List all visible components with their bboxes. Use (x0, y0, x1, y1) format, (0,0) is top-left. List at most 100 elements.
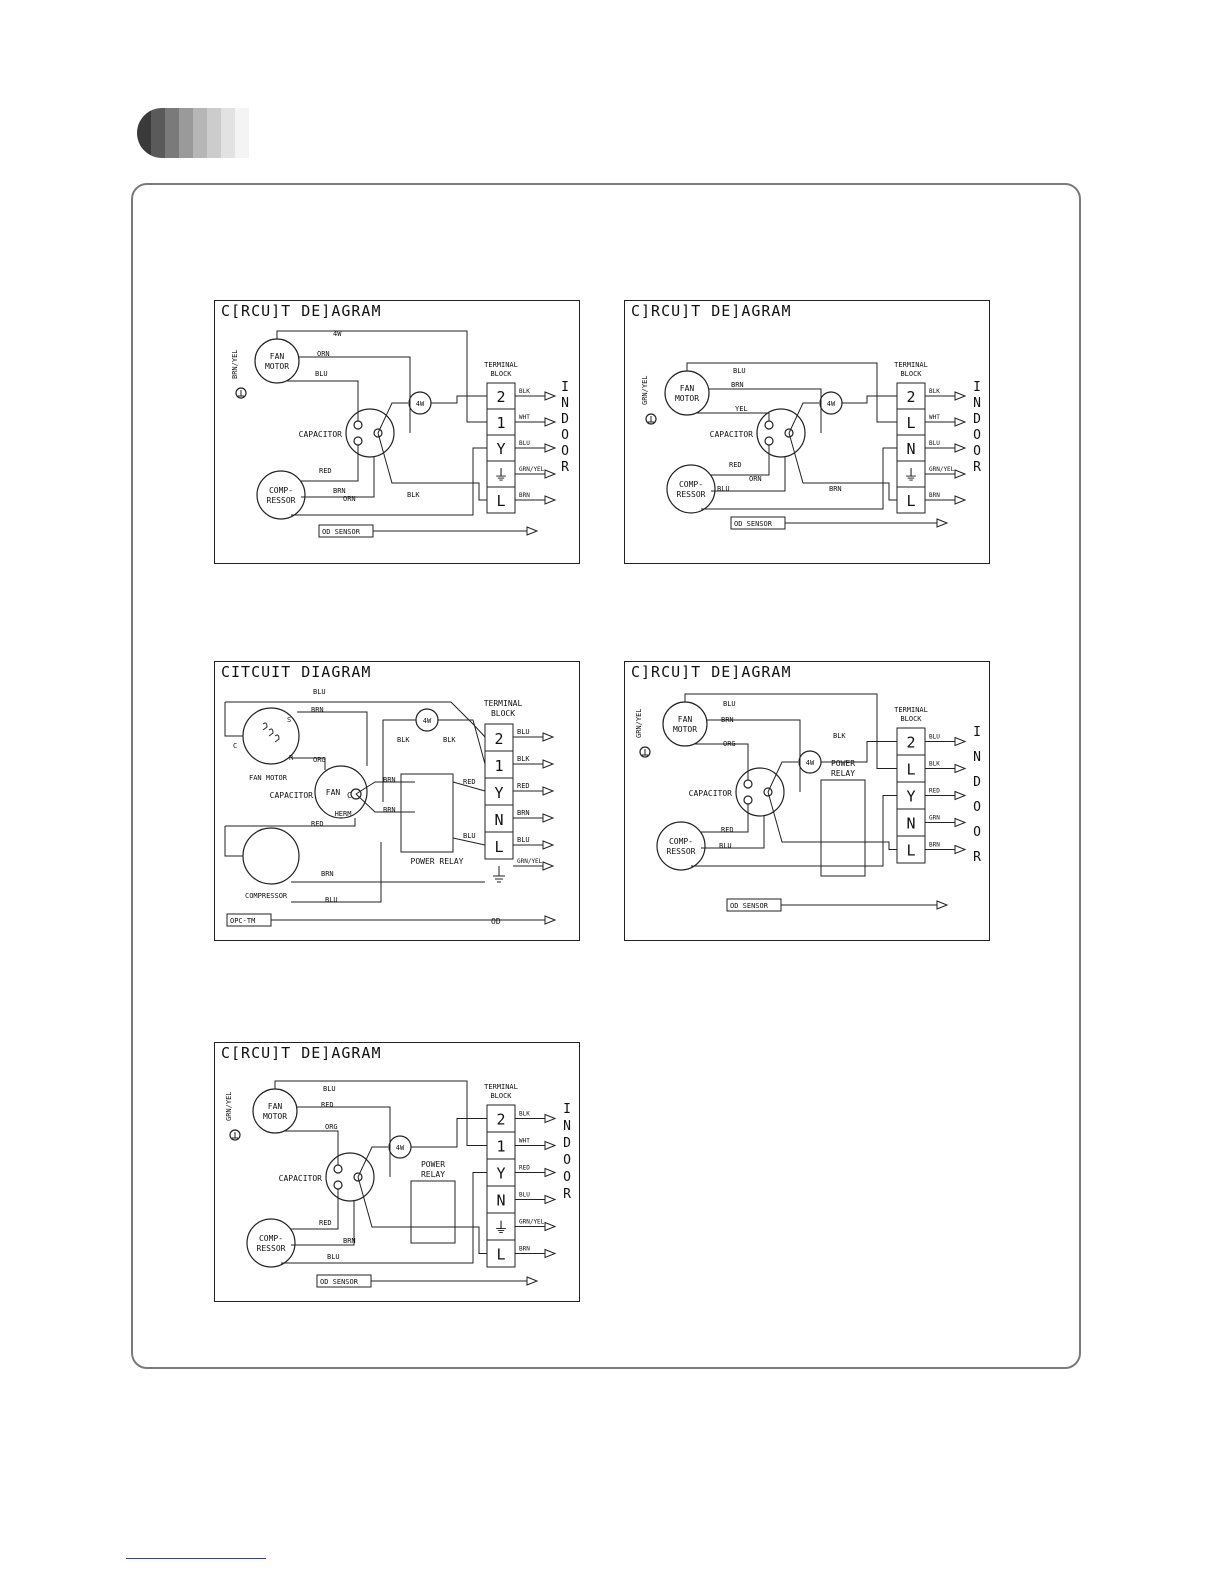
wire-label: BRN (519, 492, 530, 499)
fan-motor-label: FAN (678, 715, 693, 724)
capacitor-c-label: C (347, 791, 352, 800)
wire (225, 818, 356, 827)
wire (355, 793, 415, 813)
wire (767, 791, 897, 850)
indoor-letter: R (973, 460, 981, 475)
power-relay-label: POWER (421, 1160, 445, 1169)
pill-segment (207, 108, 221, 158)
compressor-symbol (666, 464, 716, 514)
terminal-label: Y (496, 1165, 505, 1183)
fan-motor-symbol (252, 1088, 298, 1134)
wire (291, 842, 382, 903)
wire-label: BLU (463, 832, 476, 840)
wire (431, 395, 487, 404)
diagram-title: C[RCU]T DE]AGRAM (221, 1044, 382, 1062)
terminal-label: L (906, 842, 915, 860)
compressor-symbol (256, 470, 306, 520)
wire-label: WHT (929, 414, 940, 421)
wire-label: BLK (929, 388, 940, 395)
terminal-s-label: R (289, 754, 294, 762)
wire (452, 837, 486, 846)
indoor-letter: I (561, 380, 569, 395)
wire-label: BLK (407, 491, 420, 499)
wire-label: BLU (719, 842, 732, 850)
fan-motor-label: FAN (680, 384, 695, 393)
ground-icon (229, 1129, 241, 1141)
wire-label: BRN (333, 487, 346, 495)
arrow-head (544, 1113, 557, 1124)
wire-label: BLU (517, 836, 530, 844)
capacitor-label: CAPACITOR (279, 1174, 323, 1183)
indoor-letter: N (561, 396, 569, 411)
wire (411, 1118, 487, 1148)
arrow-head (542, 786, 555, 796)
wire (291, 757, 326, 770)
motor-coil (262, 722, 268, 731)
wire (377, 432, 487, 501)
terminal-label: Y (496, 440, 505, 458)
motor-coil (274, 734, 280, 743)
wire-label: BRN (321, 870, 334, 878)
indoor-letter: O (561, 428, 569, 443)
wire-label: GRN (929, 815, 940, 822)
ground-wire-label: GRN/YEL (635, 708, 643, 738)
indoor-letter: I (973, 380, 981, 395)
arrow-head (936, 518, 949, 528)
wire (297, 711, 368, 766)
arrow-head (544, 495, 557, 505)
terminal-label: N (906, 440, 915, 458)
wire (686, 362, 897, 423)
wire-label: BLU (723, 700, 736, 708)
wire-label: BRN (519, 1246, 530, 1253)
sensor-label: OD SENSOR (320, 1278, 359, 1286)
wire-label: BRN (517, 809, 530, 817)
wire-label: ORN (749, 475, 762, 483)
arrow-head (544, 1194, 557, 1205)
wire (291, 447, 487, 516)
capacitor-symbol (325, 1152, 375, 1202)
wire (285, 1130, 339, 1165)
wire-label: RED (519, 1165, 530, 1172)
terminal-block-title: TERMINAL (894, 706, 928, 714)
wire (297, 1106, 391, 1177)
wire-label: BLU (313, 688, 326, 696)
capacitor-terminal (353, 420, 363, 430)
ground-icon (235, 387, 247, 399)
terminal-label: 1 (496, 414, 505, 432)
wire-label: BLU (929, 734, 940, 741)
wire (711, 445, 770, 476)
power-relay-label: RELAY (421, 1170, 445, 1179)
terminal-block-title: TERMINAL (894, 361, 928, 369)
diagram-title: C]RCU]T DE]AGRAM (631, 663, 792, 681)
wire-label: GRN/YEL (519, 466, 545, 473)
capacitor-terminal (763, 787, 773, 797)
wire-label: RED (463, 778, 476, 786)
wire-label: RED (311, 820, 324, 828)
indoor-letter: R (563, 1187, 571, 1202)
fan-motor-label: FAN (270, 352, 285, 361)
wire-label: BLK (519, 1111, 530, 1118)
wire (224, 702, 243, 737)
terminal-label: Y (906, 788, 915, 806)
pill-segment (165, 108, 179, 158)
wire (355, 781, 415, 795)
wire-label: GRN/YEL (517, 858, 543, 865)
terminal-label: 2 (906, 734, 915, 752)
wire-label: BRN (343, 1237, 356, 1245)
wire-label: RED (319, 1219, 332, 1227)
4w-label: 4W (416, 400, 425, 408)
wire-label: GRN/YEL (929, 466, 955, 473)
wire-label: YEL (735, 405, 748, 413)
wire (821, 741, 897, 763)
capacitor-terminal (353, 436, 363, 446)
arrow-head (954, 443, 967, 453)
sensor-label: OD SENSOR (730, 902, 769, 910)
terminal-block-title: BLOCK (491, 709, 515, 718)
terminal-block-title: BLOCK (900, 715, 922, 723)
fan-motor-label: MOTOR (673, 725, 697, 734)
diagram-drawing: FANMOTORCAPACITORCOMP-RESSORTERMINALBLOC… (231, 330, 569, 538)
